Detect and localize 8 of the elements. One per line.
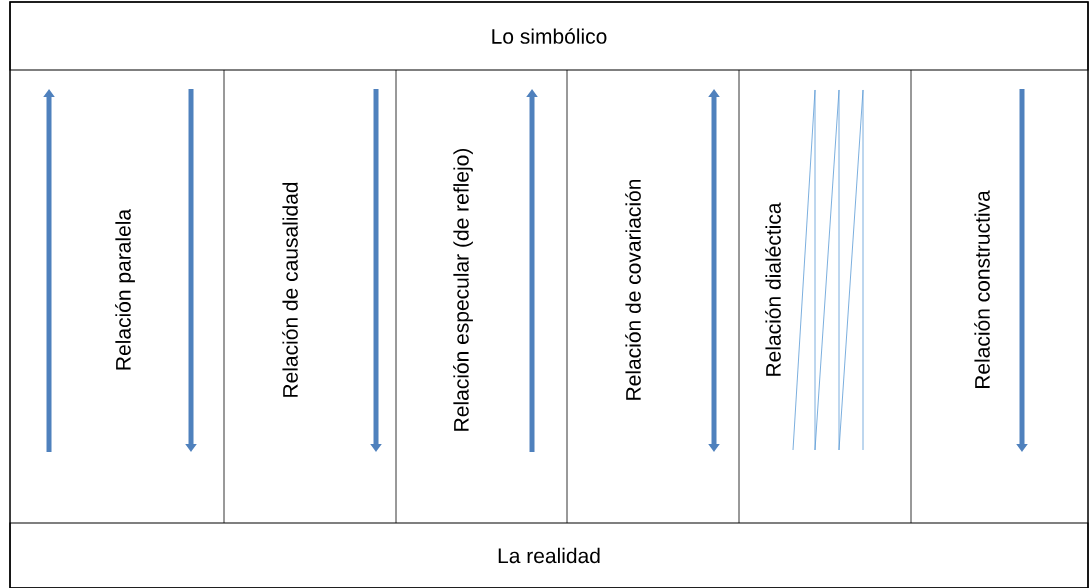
column-label: Relación de covariación — [625, 179, 641, 400]
column-label: Relación especular (de reflejo) — [453, 148, 473, 431]
column-label: Relación paralela — [115, 208, 135, 370]
column-label: Relación de causalidad — [282, 182, 298, 397]
band-box: La realidad — [9, 522, 1089, 588]
band-box: Lo simbólico — [9, 1, 1089, 71]
column-label: Relación dialéctica — [765, 202, 781, 376]
column-label: Relación constructiva — [974, 190, 990, 389]
